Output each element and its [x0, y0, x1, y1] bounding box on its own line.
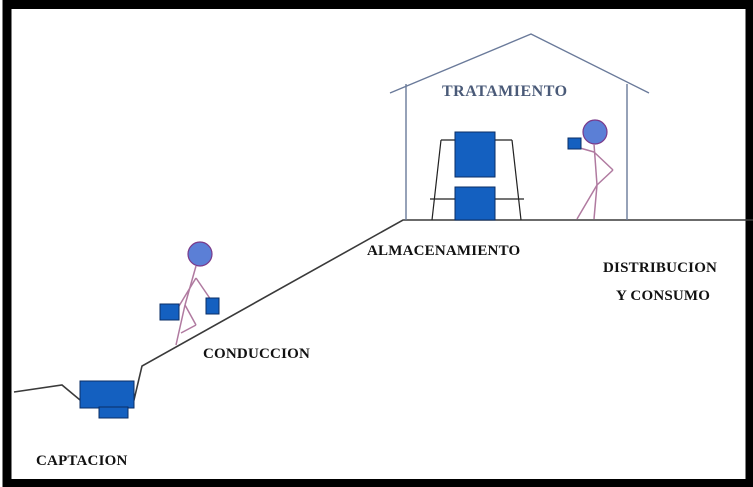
consumer-figure-icon	[567, 119, 614, 220]
storage-tank-icon	[430, 131, 524, 221]
label-captacion: CAPTACION	[36, 453, 128, 469]
label-almacenamiento: ALMACENAMIENTO	[367, 243, 521, 259]
label-distribucion: DISTRIBUCION	[603, 260, 718, 276]
intake-structure-icon	[79, 380, 135, 419]
label-consumo: Y CONSUMO	[616, 288, 711, 304]
treatment-house-icon	[389, 33, 650, 220]
label-tratamiento: TRATAMIENTO	[442, 83, 568, 100]
worker-carrying-icon	[159, 241, 220, 346]
label-conduccion: CONDUCCION	[203, 346, 310, 362]
